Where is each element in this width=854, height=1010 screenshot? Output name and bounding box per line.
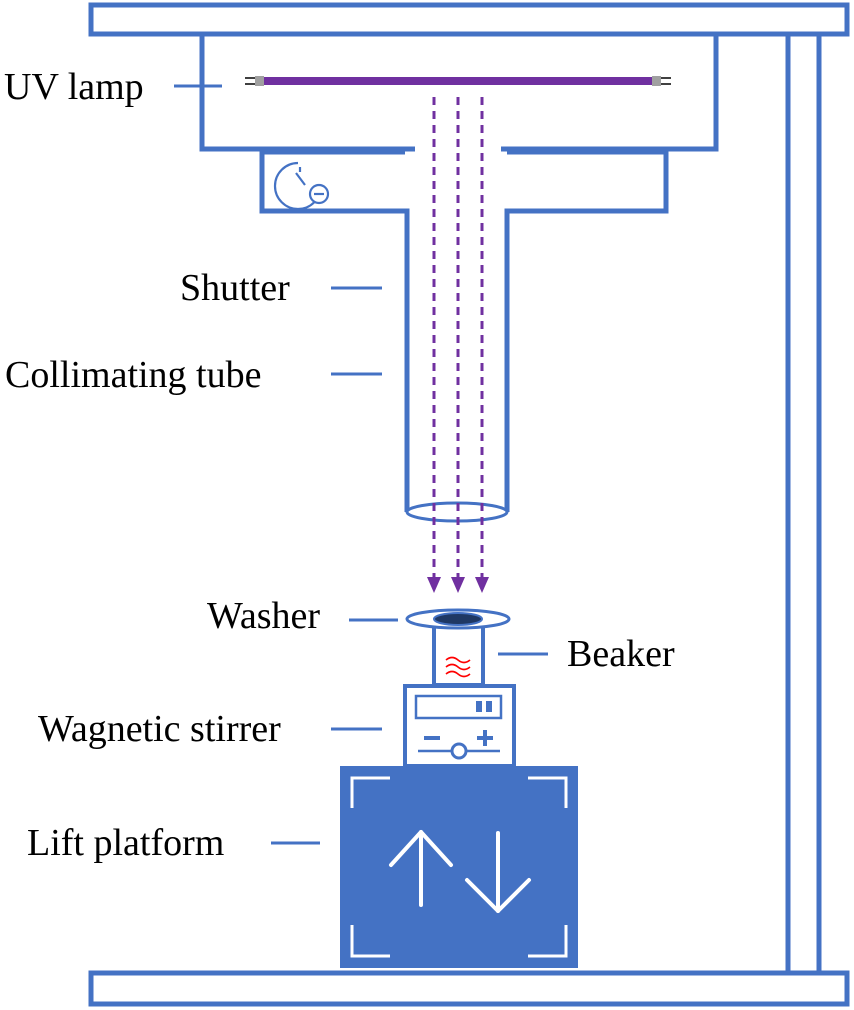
timer-icon [273, 161, 330, 211]
lamp-tube [262, 77, 654, 85]
lamp-cap-left [255, 76, 264, 86]
beaker [432, 621, 485, 687]
minus-button [424, 736, 440, 740]
display-segment-2 [486, 701, 492, 712]
corner-bottom-left [350, 925, 390, 958]
platform-body [340, 766, 578, 968]
heat-waves [445, 656, 471, 678]
labels: UV lamp Shutter Collimating tube Washer … [4, 66, 675, 864]
display-segment-1 [476, 701, 482, 712]
timer-needle [295, 172, 306, 186]
up-down-arrows-icon [389, 830, 531, 913]
heat-wave-2 [445, 663, 471, 671]
uv-lamp [245, 76, 671, 86]
label-beaker: Beaker [567, 633, 675, 675]
stirrer-display [414, 694, 503, 720]
platform-corner-marks [350, 776, 568, 958]
label-washer: Washer [207, 595, 320, 637]
right-pillar [785, 31, 822, 976]
plus-button-v [483, 730, 487, 746]
label-magnetic-stirrer: Wagnetic stirrer [38, 708, 281, 750]
uv-beams [432, 97, 484, 580]
down-arrow-head [465, 878, 531, 913]
label-lift-platform: Lift platform [27, 822, 224, 864]
label-collimating-tube: Collimating tube [5, 354, 261, 396]
corner-top-right [528, 776, 568, 808]
corner-top-left [350, 776, 390, 808]
washer-and-beaker [405, 608, 511, 687]
lift-platform [340, 766, 578, 968]
lamp-housing [199, 31, 719, 512]
beam-arrowhead-right [475, 577, 489, 593]
heat-wave-1 [445, 656, 471, 664]
label-uv-lamp: UV lamp [4, 66, 144, 108]
shutter-box-right [504, 149, 669, 512]
bottom-base [88, 970, 850, 1007]
beam-arrowhead-left [427, 577, 441, 593]
top-beam [88, 2, 850, 37]
heat-wave-3 [445, 670, 471, 678]
washer-hole [433, 612, 483, 626]
label-shutter: Shutter [180, 267, 290, 309]
magnetic-stirrer [403, 684, 516, 768]
up-arrow-head [389, 830, 453, 867]
beam-arrowhead-center [451, 577, 465, 593]
knob [450, 742, 468, 760]
shutter-box-and-tube [259, 149, 410, 512]
corner-bottom-right [528, 925, 568, 958]
leader-lines [174, 84, 548, 845]
housing-upper [199, 31, 719, 152]
beam-arrowheads [427, 577, 489, 593]
lamp-cap-right [652, 76, 661, 86]
